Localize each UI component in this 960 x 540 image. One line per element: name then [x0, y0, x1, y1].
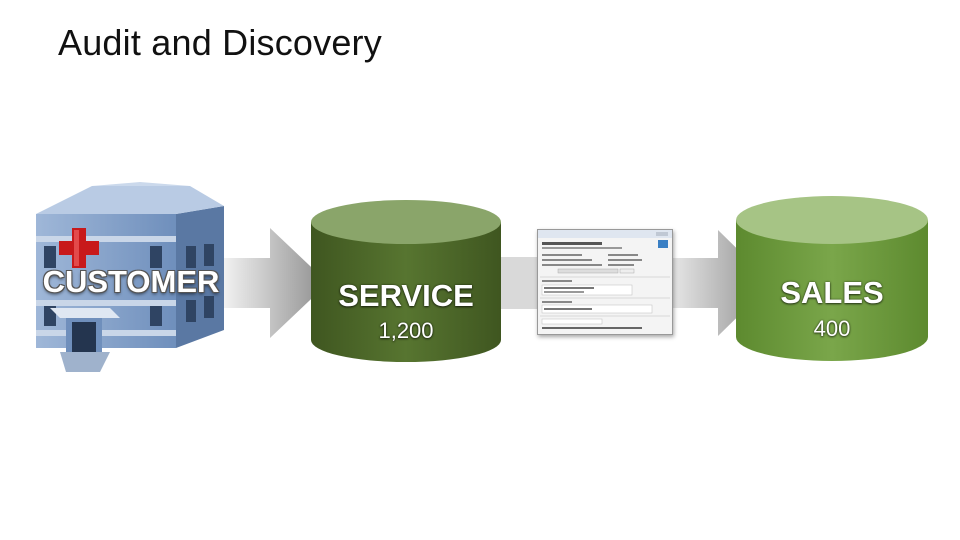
sales-value: 400 [813, 316, 851, 341]
sales-cylinder [736, 196, 928, 361]
dialog-window-screenshot-icon [537, 229, 673, 335]
arrow-document-to-sales [670, 230, 772, 336]
customer-label: CUSTOMER [42, 264, 220, 299]
connector-service-to-document [500, 257, 540, 309]
service-value: 1,200 [378, 318, 434, 343]
red-cross-icon [59, 228, 99, 268]
sales-label: SALES [780, 275, 884, 310]
arrow-customer-to-service [210, 228, 328, 338]
slide-title: Audit and Discovery [58, 22, 382, 63]
hospital-building-icon [36, 182, 224, 372]
service-cylinder [311, 200, 501, 362]
service-label: SERVICE [338, 278, 474, 313]
